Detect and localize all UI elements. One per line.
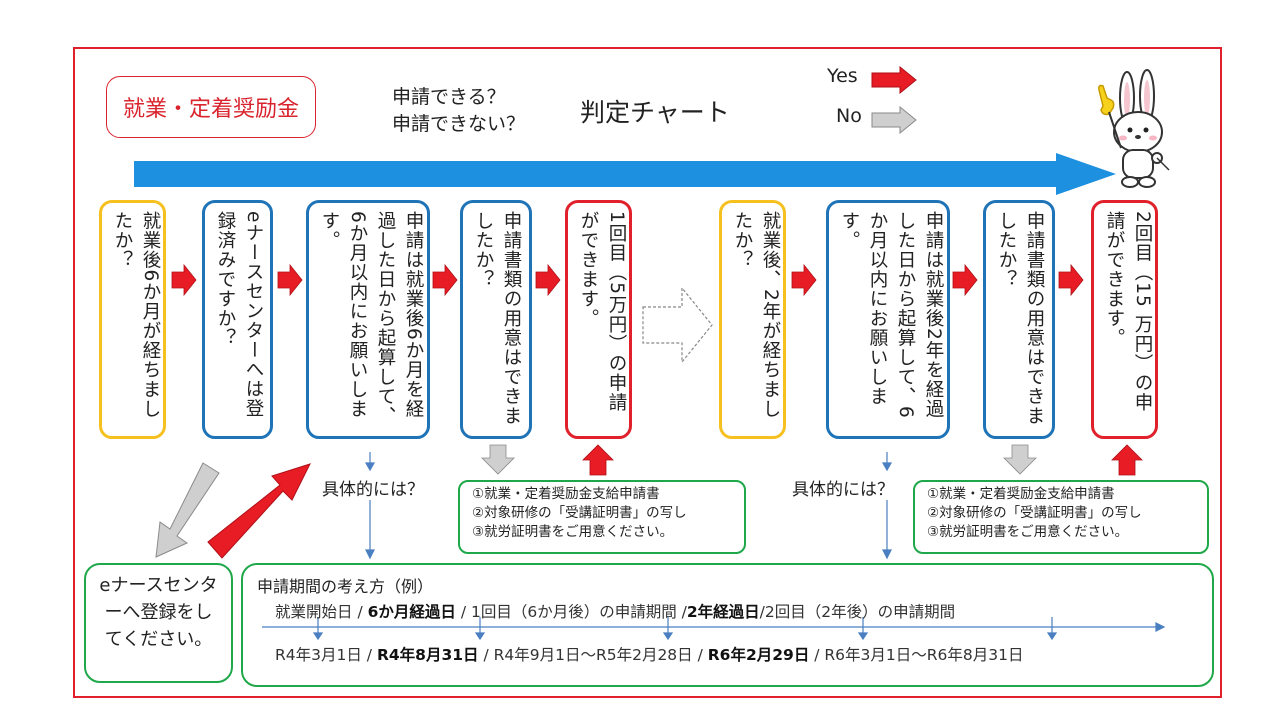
step-documents-ready-2-text: 申請書類の用意はできましたか？	[996, 211, 1045, 426]
register-text: eナースセンターへ登録をしてください。	[99, 575, 218, 650]
step-documents-ready-2: 申請書類の用意はできましたか？	[983, 200, 1055, 439]
transition-arrow	[642, 286, 713, 364]
rabbit-mascot	[1098, 69, 1170, 188]
two-year-label: 2年経過日	[686, 603, 760, 621]
step-employed-2-years: 就業後、2年が経ちましたか？	[719, 200, 786, 439]
application-period-box: 申請期間の考え方（例） 就業開始日 / 6か月経過日 / 1回目（6か月後）の申…	[241, 563, 1214, 687]
flow-direction-arrow	[134, 153, 1116, 195]
specifically-label-1: 具体的には？	[322, 480, 424, 500]
second-period-dates: R6年3月1日～R6年8月31日	[824, 646, 1024, 664]
second-period-label: 2回目（2年後）の申請期間	[764, 603, 956, 621]
doc-item: ③就労証明書をご用意ください。	[927, 524, 1129, 540]
step-documents-ready: 申請書類の用意はできましたか？	[460, 200, 532, 439]
timeline-title: 申請期間の考え方（例）	[257, 577, 434, 596]
step-apply-window-2-text: 申請は就業後2年を経過した日から起算して、6か月以内にお願いします。	[839, 211, 944, 419]
six-month-label: 6か月経過日	[367, 603, 456, 621]
no-register-arrow	[155, 462, 220, 558]
step-employed-6-months-text: 就業後6か月が経ちましたか？	[112, 211, 161, 419]
timeline-bottom-row: R4年3月1日 / R4年8月31日 / R4年9月1日～R5年2月28日 / …	[275, 646, 1024, 664]
page-title: 就業・定着奨励金	[106, 76, 316, 138]
yes-arrow-4	[535, 263, 561, 297]
required-documents-1: ①就業・定着奨励金支給申請書 ②対象研修の「受講証明書」の写し ③就労証明書をご…	[458, 480, 746, 554]
register-box: eナースセンターへ登録をしてください。	[84, 563, 233, 683]
no-arrow-icon	[871, 106, 917, 134]
step-registered-check-text: eナースセンターへは登録済みですか？	[215, 211, 264, 419]
question-text: 申請できる？ 申請できない？	[392, 84, 525, 138]
no-down-arrow-2	[1003, 444, 1037, 475]
yes-arrow-7	[1058, 263, 1084, 297]
step-registered-check: eナースセンターへは登録済みですか？	[202, 200, 273, 439]
required-documents-2: ①就業・定着奨励金支給申請書 ②対象研修の「受講証明書」の写し ③就労証明書をご…	[913, 480, 1209, 554]
step-apply-window: 申請は就業後6か月を経過した日から起算して、6か月以内にお願いします。	[306, 200, 430, 439]
no-down-arrow-1	[481, 444, 515, 475]
legend-yes-label: Yes	[827, 65, 858, 87]
step-second-application-text: 2回目（15 万円）の申請ができます。	[1104, 211, 1153, 413]
step-first-application-text: 1回目（5万円）の申請ができます。	[578, 211, 627, 413]
yes-up-arrow-2	[1111, 444, 1143, 476]
yes-arrow-5	[791, 263, 817, 297]
first-period-label: 1回目（6か月後）の申請期間	[470, 603, 677, 621]
doc-item: ③就労証明書をご用意ください。	[472, 524, 674, 540]
step-employed-2-years-text: 就業後、2年が経ちましたか？	[732, 211, 781, 419]
yes-arrow-icon	[871, 66, 917, 94]
start-date-label: 就業開始日	[275, 603, 353, 621]
yes-arrow-1	[171, 263, 197, 297]
yes-return-arrow	[207, 463, 311, 559]
specifically-label-2: 具体的には？	[792, 480, 894, 500]
step-apply-window-2: 申請は就業後2年を経過した日から起算して、6か月以内にお願いします。	[826, 200, 950, 439]
doc-item: ①就業・定着奨励金支給申請書	[472, 486, 660, 502]
outer-frame	[73, 47, 1222, 698]
two-year-date: R6年2月29日	[707, 646, 810, 664]
yes-arrow-6	[952, 263, 978, 297]
step-first-application: 1回目（5万円）の申請ができます。	[565, 200, 632, 439]
legend-no-label: No	[836, 105, 862, 127]
step-documents-ready-text: 申請書類の用意はできましたか？	[473, 211, 522, 426]
step-employed-6-months: 就業後6か月が経ちましたか？	[99, 200, 166, 439]
six-month-date: R4年8月31日	[376, 646, 479, 664]
chart-title: 判定チャート	[580, 98, 730, 127]
first-period-dates: R4年9月1日～R5年2月28日	[493, 646, 693, 664]
question-line-1: 申請できる？	[392, 86, 506, 108]
step-second-application: 2回目（15 万円）の申請ができます。	[1091, 200, 1158, 439]
question-line-2: 申請できない？	[392, 113, 526, 135]
doc-item: ②対象研修の「受講証明書」の写し	[472, 505, 687, 521]
yes-arrow-2	[277, 263, 303, 297]
doc-item: ①就業・定着奨励金支給申請書	[927, 486, 1115, 502]
doc-item: ②対象研修の「受講証明書」の写し	[927, 505, 1142, 521]
start-date: R4年3月1日	[275, 646, 362, 664]
timeline-top-row: 就業開始日 / 6か月経過日 / 1回目（6か月後）の申請期間 /2年経過日/2…	[275, 603, 956, 621]
yes-up-arrow-1	[582, 444, 614, 476]
step-apply-window-text: 申請は就業後6か月を経過した日から起算して、6か月以内にお願いします。	[319, 211, 424, 426]
yes-arrow-3	[432, 263, 458, 297]
